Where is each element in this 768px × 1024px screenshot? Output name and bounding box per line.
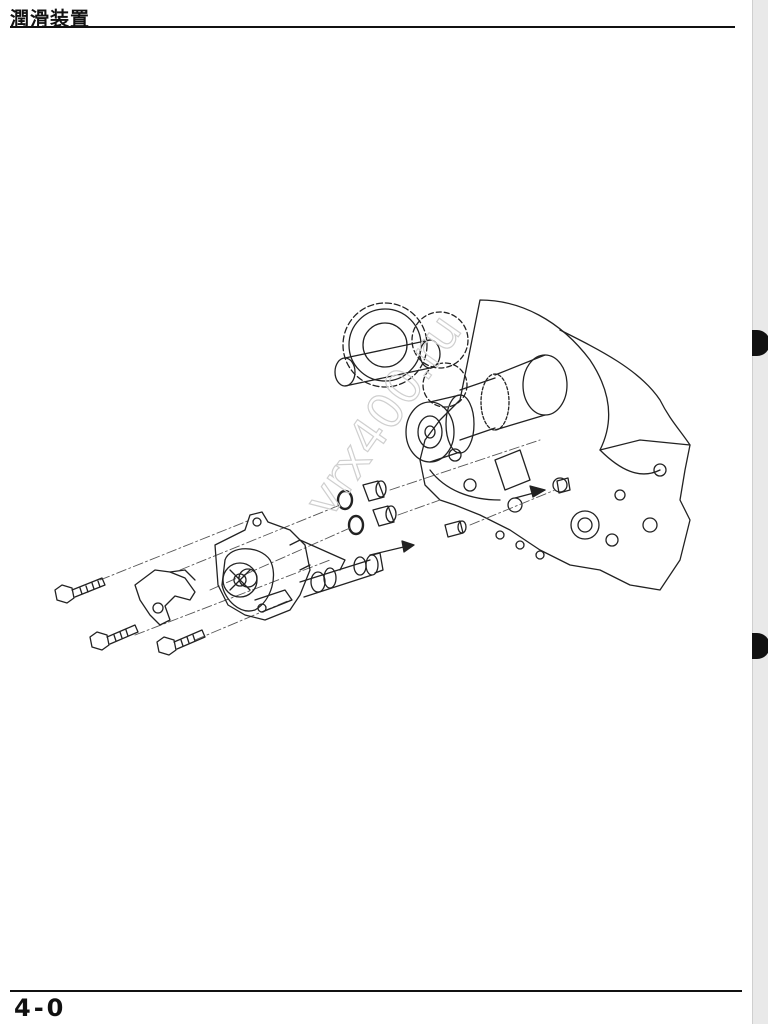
page-edge bbox=[752, 0, 768, 1024]
bolt-upper bbox=[54, 577, 106, 604]
bolt-middle bbox=[89, 624, 139, 651]
header-rule bbox=[10, 26, 735, 28]
primary-gear bbox=[342, 302, 469, 408]
pump-rotor bbox=[221, 548, 293, 613]
page-number: 4-0 bbox=[14, 994, 67, 1022]
dowel-collars bbox=[362, 477, 571, 538]
pump-drive-hub bbox=[405, 394, 475, 463]
binder-hole-lower bbox=[752, 633, 768, 659]
oil-pipe bbox=[299, 552, 384, 598]
shaft bbox=[334, 339, 441, 387]
o-rings bbox=[336, 489, 365, 536]
bolt-lower bbox=[156, 629, 206, 656]
oil-strainer bbox=[134, 569, 196, 626]
drive-shaft bbox=[459, 354, 568, 441]
binder-hole-upper bbox=[752, 330, 768, 356]
page-title: 潤滑装置 bbox=[10, 8, 91, 30]
assembly-arrows bbox=[369, 485, 546, 556]
center-lines bbox=[99, 439, 556, 641]
footer-rule bbox=[10, 990, 742, 992]
